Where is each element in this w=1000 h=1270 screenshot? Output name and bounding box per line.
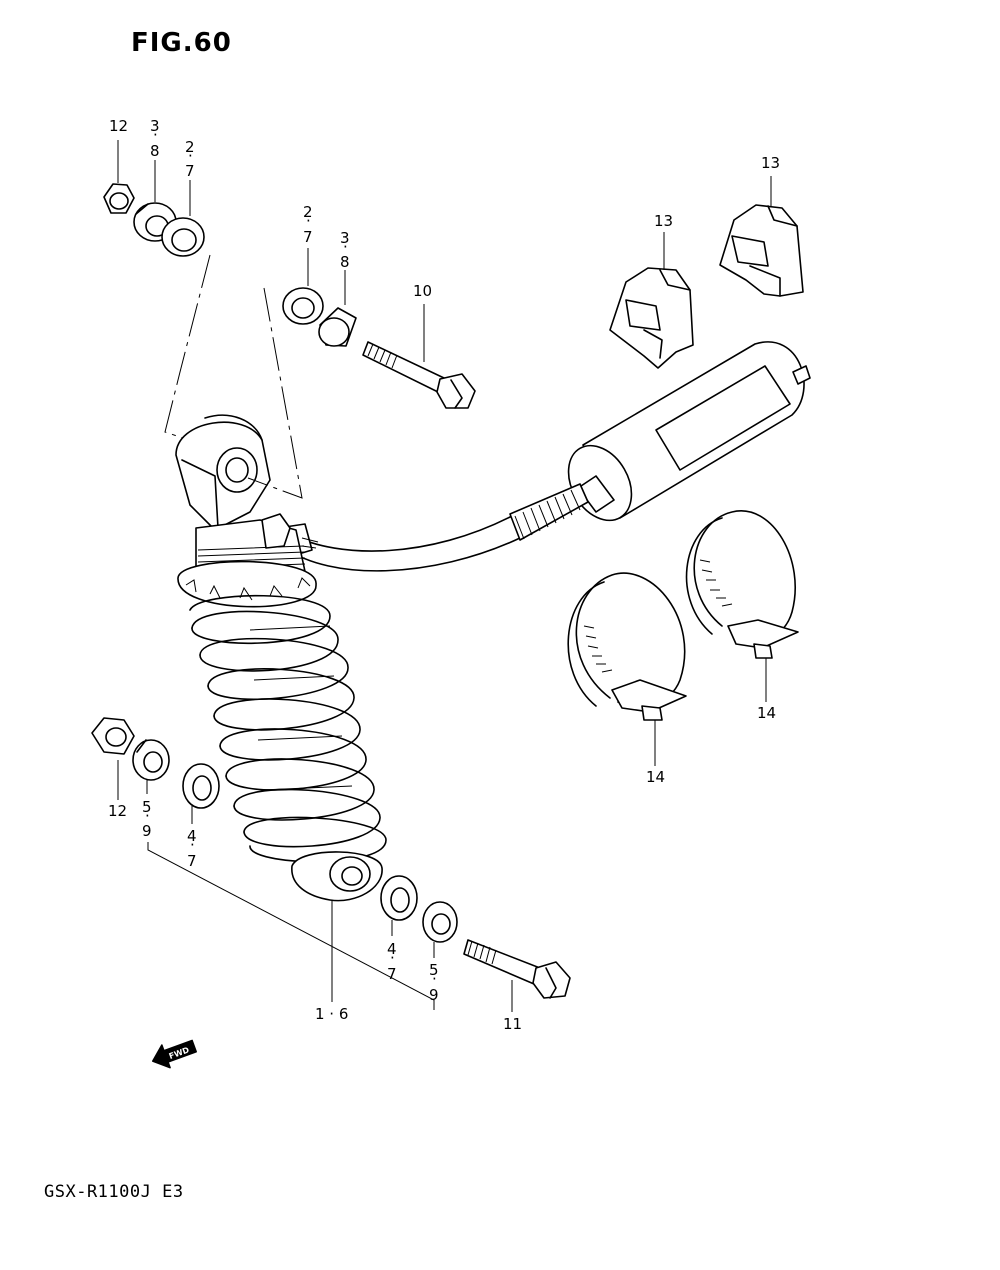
shock-absorber (175, 414, 387, 902)
callout-8-center: 8 (340, 253, 350, 271)
hose-clamp-right (685, 510, 799, 659)
fwd-arrow-icon: FWD (151, 1039, 197, 1069)
washer-center (282, 287, 324, 325)
lower-washer-right (380, 875, 418, 921)
hose-clamp-left (567, 572, 687, 721)
upper-bolt (362, 341, 476, 409)
callout-7-left: 7 (187, 852, 197, 870)
callout-3-center: 3 (340, 229, 350, 247)
callout-4-right: 4 (387, 940, 397, 958)
callout-12-lower: 12 (108, 802, 127, 820)
callout-3-upper: 3 (150, 117, 160, 135)
callout-labels: 12 3 · 8 2 · 7 2 · 7 3 · 8 10 13 13 12 5… (108, 117, 780, 1033)
callout-sep: · (153, 126, 158, 144)
callout-4-left: 4 (187, 827, 197, 845)
callout-14-right: 14 (757, 704, 776, 722)
callout-2-upper: 2 (185, 138, 195, 156)
callout-11: 11 (503, 1015, 522, 1033)
callout-13-left: 13 (654, 212, 673, 230)
callout-5-left: 5 (142, 798, 152, 816)
callout-sep: · (188, 147, 193, 165)
callout-2-center: 2 (303, 203, 313, 221)
reservoir-cushion-left (609, 267, 694, 369)
callout-12-upper: 12 (109, 117, 128, 135)
upper-nut (103, 183, 135, 214)
callout-7-upper: 7 (185, 162, 195, 180)
callout-13-right: 13 (761, 154, 780, 172)
figure-title: FIG.60 (131, 28, 232, 58)
callout-5-right: 5 (429, 961, 439, 979)
callout-7-right: 7 (387, 965, 397, 983)
callout-sep: · (390, 949, 395, 967)
callout-sep: · (190, 836, 195, 854)
model-code: GSX-R1100J E3 (44, 1182, 184, 1202)
reservoir-canister (567, 341, 811, 522)
callout-9-right: 9 (429, 986, 439, 1004)
lower-nut (91, 717, 135, 755)
lower-bolt (463, 939, 571, 999)
callout-8-upper: 8 (150, 142, 160, 160)
callout-sep: · (432, 970, 437, 988)
spacer-center (318, 307, 357, 347)
leader-lines (117, 140, 772, 1012)
callout-sep: · (306, 212, 311, 230)
callout-9-left: 9 (142, 822, 152, 840)
upper-washer (161, 217, 205, 257)
lower-washer-left (182, 763, 220, 809)
lower-spacer-left (132, 739, 170, 781)
callout-10: 10 (413, 282, 432, 300)
reservoir-cushion-right (719, 204, 804, 297)
callout-sep: · (145, 807, 150, 825)
callout-1-6: 1 · 6 (315, 1005, 348, 1023)
callout-sep: · (343, 238, 348, 256)
callout-14-left: 14 (646, 768, 665, 786)
lower-spacer-right (422, 901, 458, 943)
callout-7-center: 7 (303, 228, 313, 246)
reservoir-hose (284, 483, 589, 572)
